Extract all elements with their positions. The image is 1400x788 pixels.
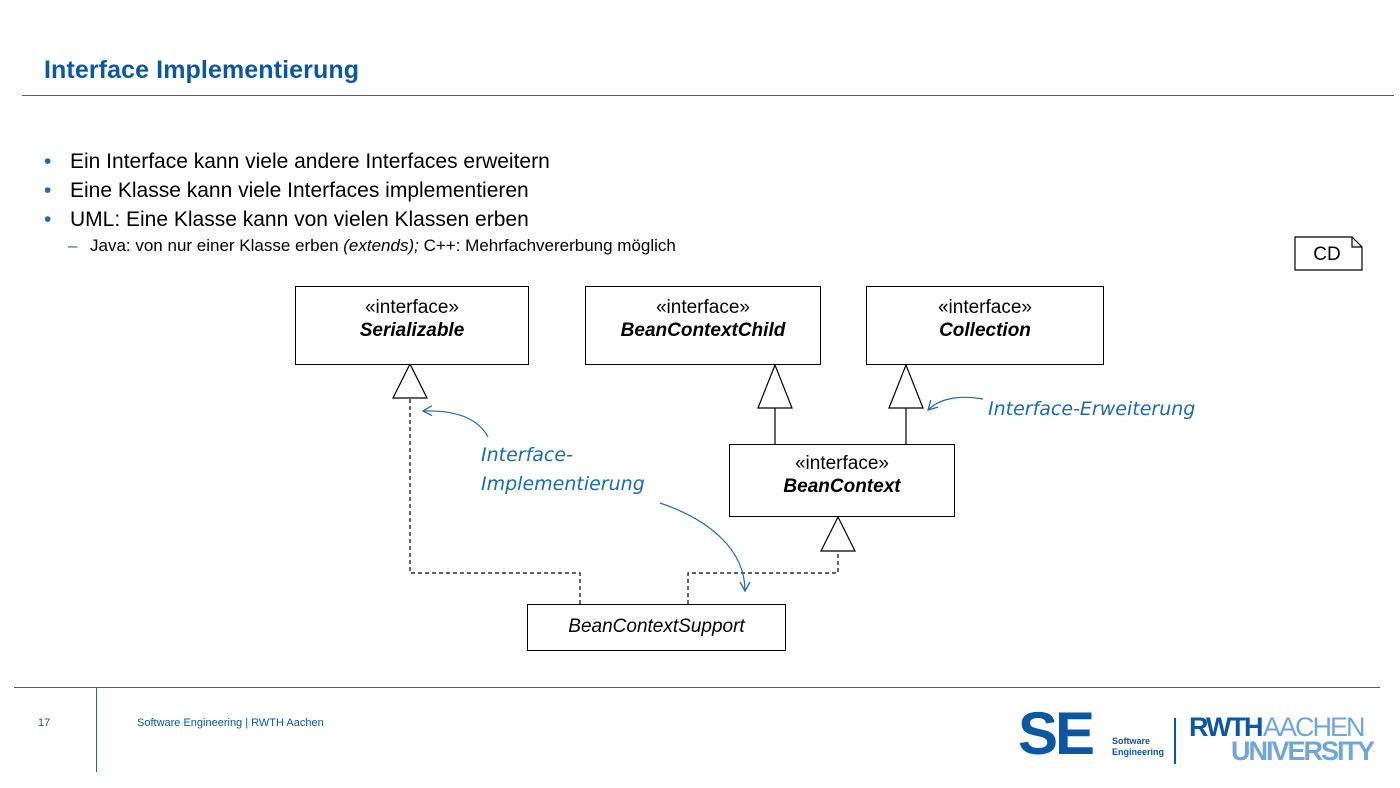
slide-title: Interface Implementierung: [44, 56, 360, 84]
sub-bullet-text: Java: von nur einer Klasse erben: [90, 236, 344, 255]
sub-bullet-text-rest: C++: Mehrfachvererbung möglich: [418, 236, 676, 255]
class-box-collection: «interface» Collection: [866, 286, 1104, 365]
generalization-arrowhead-beancontextchild: [757, 363, 793, 409]
realization-arrowhead-beancontext: [820, 515, 856, 552]
class-name: BeanContextChild: [620, 320, 786, 341]
realization-line-beancontext: [687, 551, 839, 604]
bullet-item: • UML: Eine Klasse kann von vielen Klasse…: [44, 205, 676, 234]
class-name: Serializable: [359, 320, 465, 341]
class-name: Collection: [939, 320, 1031, 341]
annotation-arrow-to-support: [659, 502, 751, 593]
class-box-beancontextsupport: BeanContextSupport: [527, 604, 786, 651]
rwth-logo: RWTH AACHEN UNIVERSITY: [1189, 708, 1375, 768]
note-frame-icon: [1294, 236, 1363, 271]
annotation-arrow-to-collection: [927, 396, 984, 411]
bullet-dot-icon: •: [44, 208, 52, 231]
bullet-text: UML: Eine Klasse kann von vielen Klassen…: [70, 208, 529, 231]
logo-separator: [1174, 718, 1176, 764]
university-word: UNIVERSITY: [1231, 736, 1375, 766]
bullet-text: Ein Interface kann viele andere Interfac…: [70, 150, 550, 173]
stereotype-label: «interface»: [937, 297, 1032, 318]
realization-line-serializable: [409, 398, 581, 604]
logo-area: SE Software Engineering RWTH AACHEN UNIV…: [1014, 702, 1375, 768]
class-box-beancontextchild: «interface» BeanContextChild: [585, 286, 821, 365]
class-box-beancontext: «interface» BeanContext: [729, 444, 955, 517]
sub-bullet-dash-icon: –: [68, 236, 78, 255]
sub-bullet-item: –Java: von nur einer Klasse erben (exten…: [68, 234, 676, 258]
se-label-line2: Engineering: [1112, 747, 1165, 757]
note-line: Implementierung: [481, 473, 645, 495]
stereotype-label: «interface»: [655, 297, 750, 318]
class-name: BeanContextSupport: [568, 616, 745, 637]
rwth-word: RWTH: [1189, 712, 1263, 742]
footer-vertical-divider: [96, 687, 97, 772]
stereotype-label: «interface»: [364, 297, 459, 318]
sub-bullet-keyword: (extends);: [343, 236, 419, 255]
bullet-dot-icon: •: [44, 150, 52, 173]
class-name: BeanContext: [783, 476, 901, 497]
bullet-text: Eine Klasse kann viele Interfaces implem…: [70, 179, 529, 202]
diagram-type-tag: CD: [1294, 236, 1364, 271]
note-interface-extension: Interface-Erweiterung: [988, 398, 1196, 420]
stereotype-label: «interface»: [794, 453, 889, 474]
se-label-line1: Software: [1112, 736, 1151, 746]
footer-divider: [14, 687, 1380, 688]
se-mark: SE: [1018, 700, 1095, 767]
aachen-word: AACHEN: [1263, 712, 1366, 742]
bullet-item: • Ein Interface kann viele andere Interfa…: [44, 147, 676, 176]
realization-arrowhead-serializable: [392, 362, 428, 399]
page-number: 17: [38, 717, 51, 729]
diagram-tag-label: CD: [1313, 244, 1341, 265]
note-interface-implementation: Interface- Implementierung: [481, 441, 645, 499]
generalization-arrowhead-collection: [888, 363, 924, 409]
bullet-dot-icon: •: [44, 179, 52, 202]
class-box-serializable: «interface» Serializable: [295, 286, 529, 365]
note-line: Interface-: [481, 444, 573, 466]
bullet-item: • Eine Klasse kann viele Interfaces imple…: [44, 176, 676, 205]
se-logo: SE Software Engineering: [1014, 702, 1165, 768]
title-divider: [22, 95, 1394, 96]
footer-text: Software Engineering | RWTH Aachen: [137, 717, 324, 729]
annotation-arrow-to-serializable: [421, 405, 489, 438]
bullet-list: • Ein Interface kann viele andere Interfa…: [44, 147, 676, 258]
